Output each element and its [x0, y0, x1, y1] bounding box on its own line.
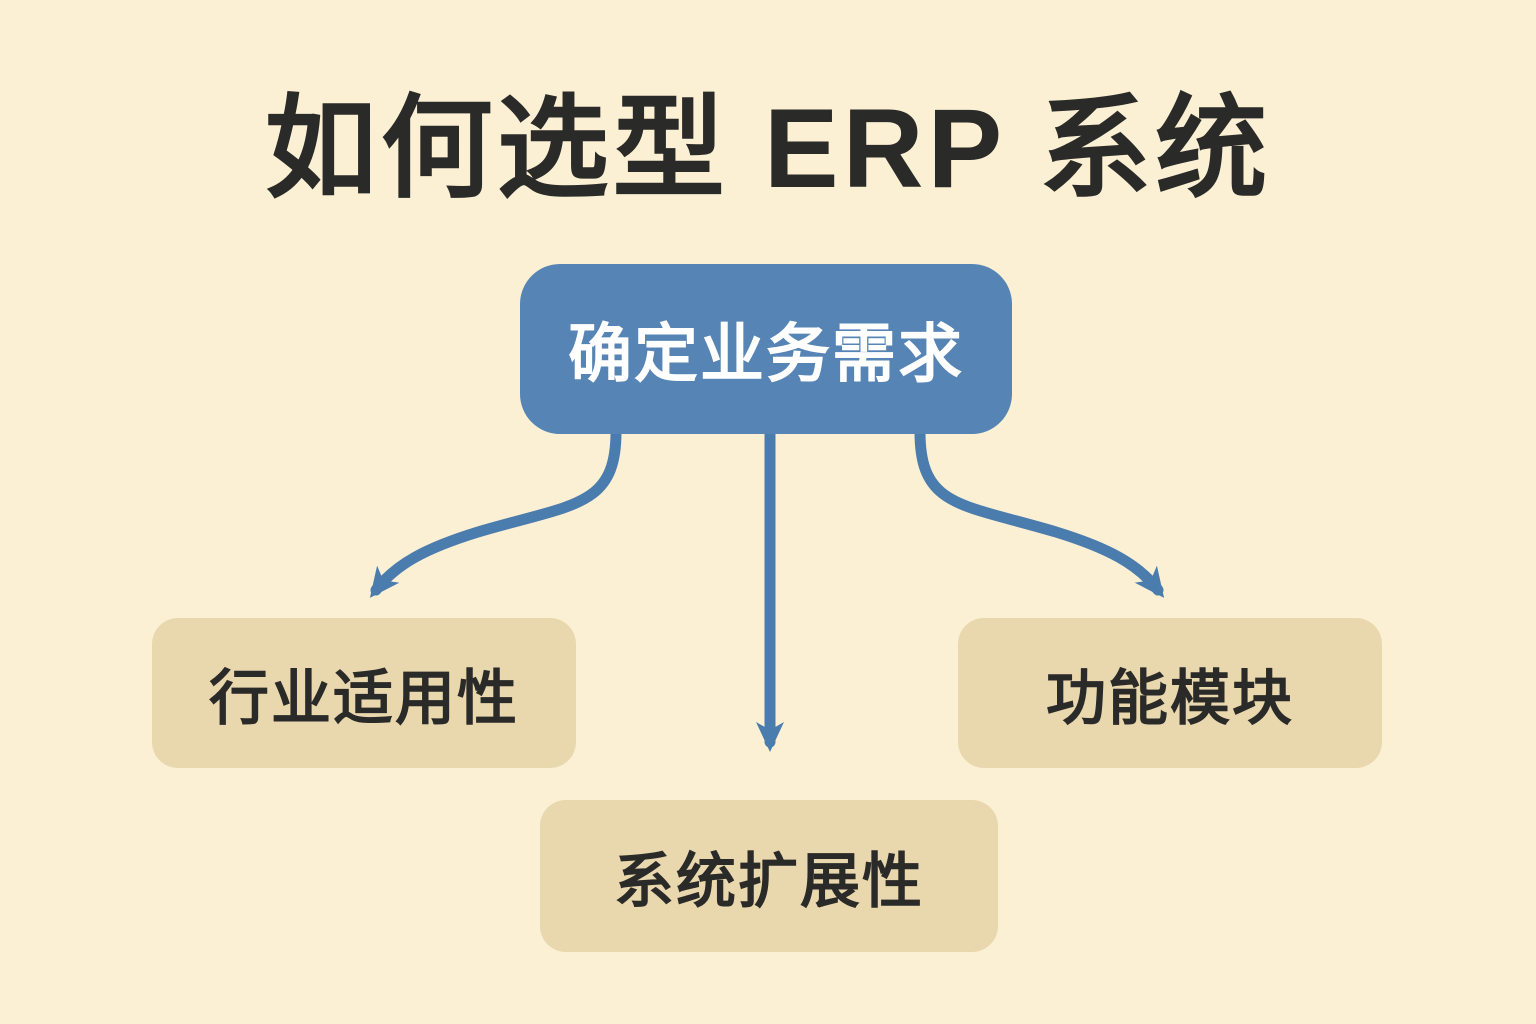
- root-node-business-requirements: 确定业务需求: [520, 264, 1012, 434]
- root-node-label: 确定业务需求: [568, 318, 964, 390]
- diagram-title: 如何选型 ERP 系统: [264, 86, 1272, 211]
- child-node-industry-applicability: 行业适用性: [152, 618, 576, 768]
- child-node-function-modules: 功能模块: [958, 618, 1382, 768]
- child-node-label: 功能模块: [1046, 664, 1294, 732]
- child-node-label: 系统扩展性: [614, 847, 924, 915]
- arrow-left-icon: [369, 426, 622, 598]
- child-node-system-scalability: 系统扩展性: [540, 800, 998, 952]
- arrow-right-icon: [914, 426, 1165, 598]
- child-node-label: 行业适用性: [209, 664, 519, 732]
